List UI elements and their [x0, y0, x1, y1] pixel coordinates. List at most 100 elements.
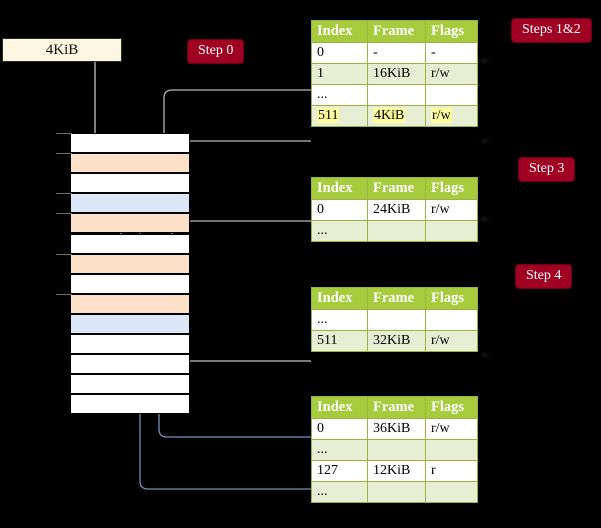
- column-header-frame: Frame: [367, 177, 426, 200]
- cell-index: 0: [311, 42, 368, 64]
- column-header-flags: Flags: [425, 287, 478, 310]
- cell-index: 0: [311, 199, 368, 221]
- memory-frame-row: [70, 213, 190, 234]
- cell-frame: [367, 439, 426, 461]
- table-row: 511 4KiB r/w: [311, 105, 478, 127]
- column-header-index: Index: [311, 287, 368, 310]
- memory-row-tick: [56, 193, 72, 195]
- cell-flags: r/w: [425, 63, 478, 85]
- table-row: 0--: [311, 42, 478, 64]
- badge-step-3: Step 3: [519, 158, 575, 181]
- cell-frame: [367, 481, 426, 503]
- column-header-frame: Frame: [367, 20, 426, 43]
- cell-index: ...: [311, 309, 368, 331]
- memory-frame-row: [70, 394, 190, 415]
- memory-frame-row: [70, 354, 190, 375]
- cell-index: 1: [311, 63, 368, 85]
- highlighted-value: 511: [317, 108, 340, 123]
- column-header-flags: Flags: [425, 177, 478, 200]
- cell-frame: [367, 309, 426, 331]
- memory-row-tick: [56, 293, 72, 295]
- cell-flags: [425, 439, 478, 461]
- table-row: ...: [311, 309, 478, 331]
- cell-flags: [425, 84, 478, 106]
- memory-frame-row: [70, 273, 190, 294]
- cell-index: 511: [311, 330, 368, 352]
- column-header-index: Index: [311, 177, 368, 200]
- column-header-flags: Flags: [425, 20, 478, 43]
- memory-frame-row: [70, 173, 190, 194]
- cell-index: 0: [311, 418, 368, 440]
- cell-frame: 24KiB: [367, 199, 426, 221]
- memory-frame-row: [70, 293, 190, 314]
- cell-frame: [367, 220, 426, 242]
- cell-frame: 16KiB: [367, 63, 426, 85]
- column-header-flags: Flags: [425, 396, 478, 419]
- cell-frame: [367, 84, 426, 106]
- cell-flags: [425, 309, 478, 331]
- badge-step-4: Step 4: [516, 265, 572, 288]
- cell-frame: 36KiB: [367, 418, 426, 440]
- cell-index: ...: [311, 220, 368, 242]
- column-header-index: Index: [311, 20, 368, 43]
- cell-frame: -: [367, 42, 426, 64]
- highlighted-value: r/w: [431, 108, 452, 123]
- badge-step-0: Step 0: [188, 40, 244, 63]
- cell-frame: 12KiB: [367, 460, 426, 482]
- memory-frame-row: [70, 193, 190, 214]
- badge-steps-1-2-label: Steps 1&2: [522, 22, 581, 37]
- memory-frame-row: [70, 233, 190, 254]
- cell-frame: 32KiB: [367, 330, 426, 352]
- memory-row-tick: [56, 153, 72, 155]
- badge-step-0-label: Step 0: [198, 43, 234, 58]
- column-header-index: Index: [311, 396, 368, 419]
- table-row: ...: [311, 220, 478, 242]
- memory-frame-row: [70, 334, 190, 354]
- table-row: ...: [311, 439, 478, 461]
- memory-frame-row: [70, 253, 190, 274]
- cell-flags: [425, 481, 478, 503]
- cell-frame: 4KiB: [367, 105, 426, 127]
- table-row: ...: [311, 84, 478, 106]
- highlighted-value: 4KiB: [373, 108, 406, 123]
- badge-step-4-label: Step 4: [526, 268, 562, 283]
- memory-frame-row: [70, 313, 190, 334]
- cell-index: ...: [311, 84, 368, 106]
- column-header-frame: Frame: [367, 396, 426, 419]
- cell-index: ...: [311, 481, 368, 503]
- badge-step-3-label: Step 3: [529, 161, 565, 176]
- cell-flags: r/w: [425, 418, 478, 440]
- memory-row-tick: [56, 213, 72, 215]
- memory-frame-row: [70, 133, 190, 153]
- cell-flags: r: [425, 460, 478, 482]
- cell-index: 511: [311, 105, 368, 127]
- cell-index: 127: [311, 460, 368, 482]
- cell-index: ...: [311, 439, 368, 461]
- cell-flags: r/w: [425, 199, 478, 221]
- memory-block-label: 4KiB: [45, 41, 79, 58]
- memory-row-tick: [56, 253, 72, 255]
- cell-flags: -: [425, 42, 478, 64]
- memory-block-4kib: 4KiB: [2, 38, 122, 62]
- cell-flags: r/w: [425, 330, 478, 352]
- cell-flags: r/w: [425, 105, 478, 127]
- table-row: ...: [311, 481, 478, 503]
- memory-frame-row: [70, 374, 190, 395]
- memory-row-tick: [56, 133, 72, 134]
- physical-memory-column: [70, 133, 190, 415]
- cell-flags: [425, 220, 478, 242]
